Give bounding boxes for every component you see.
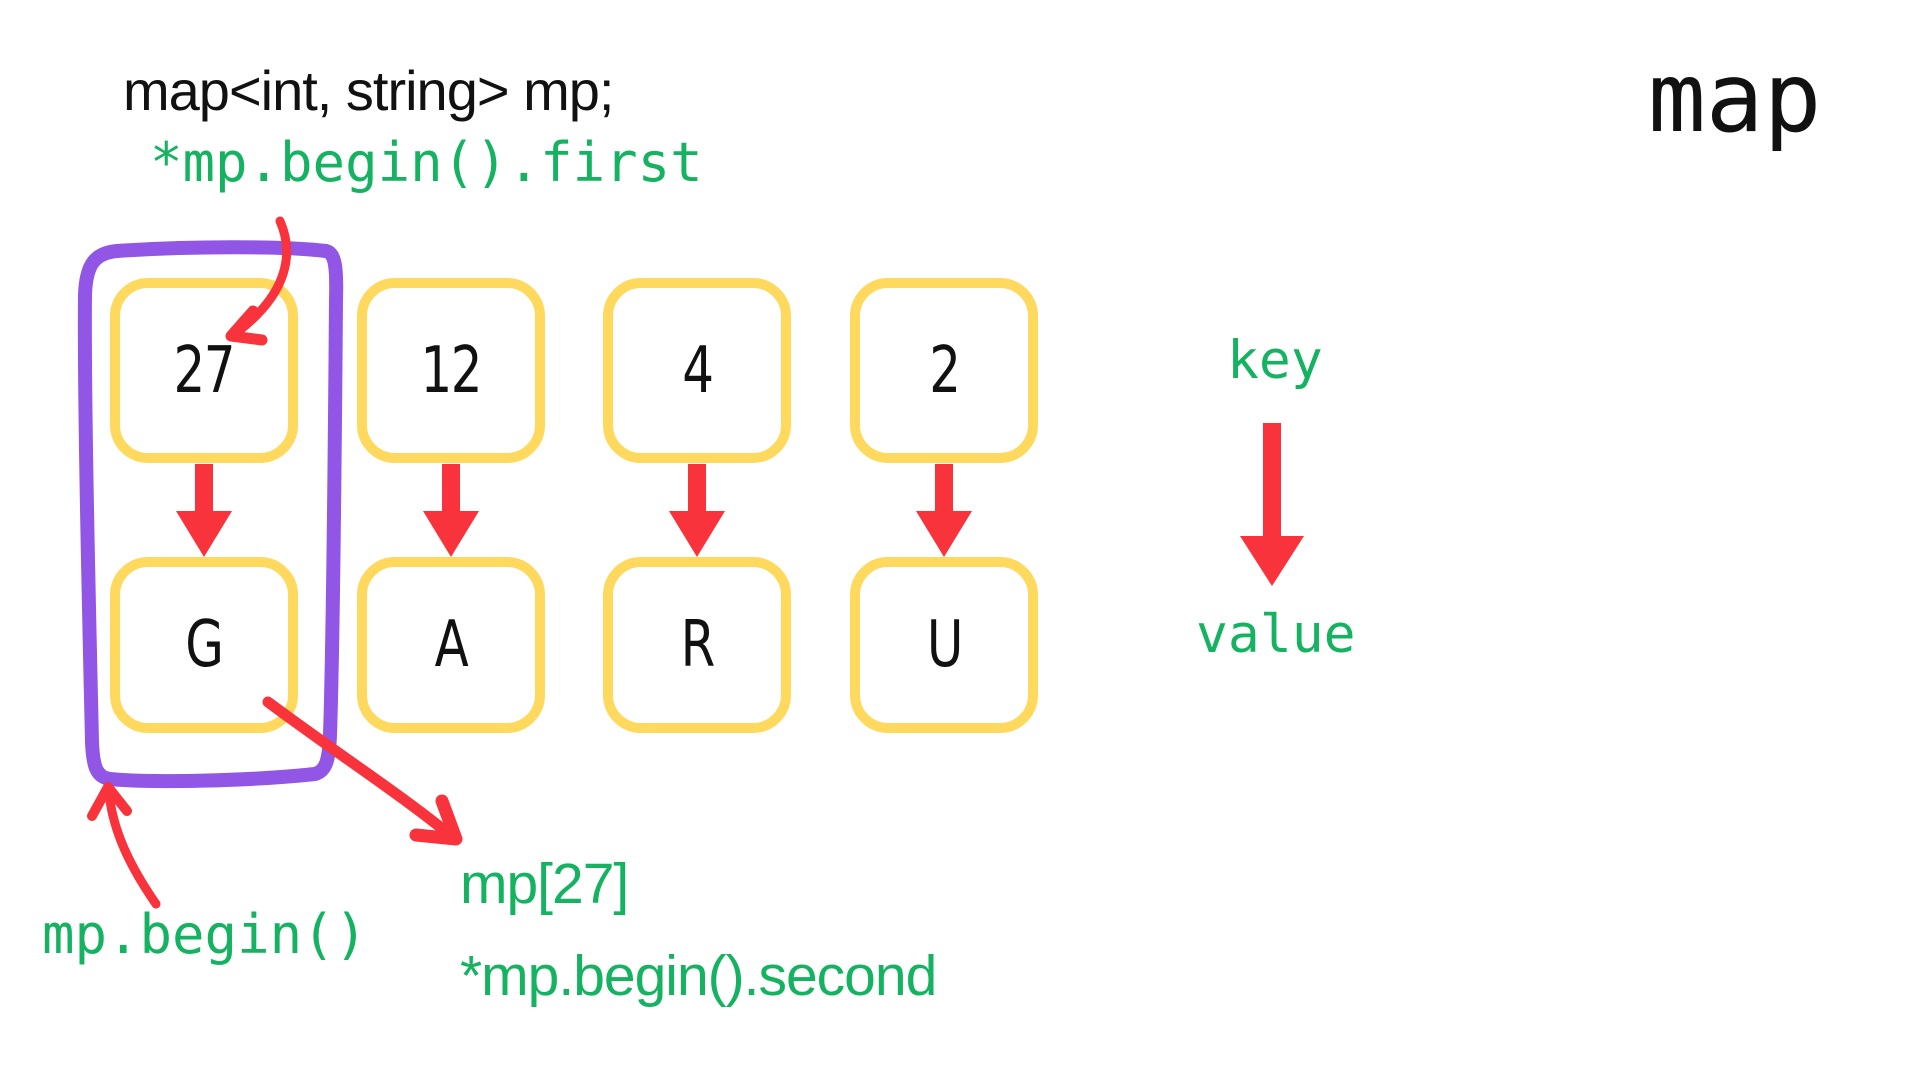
value-text: R (680, 608, 715, 682)
value-legend-label: value (1196, 604, 1356, 665)
access-annotation-block: mp[27] *mp.begin().second (460, 838, 937, 1023)
map-declaration-text: map<int, string> mp; (123, 59, 614, 122)
value-text: G (185, 608, 224, 682)
begin-first-expression: *mp.begin().first (150, 131, 703, 194)
value-box: R (603, 557, 791, 733)
key-to-value-arrow-icon (1240, 423, 1304, 586)
value-text: A (434, 608, 469, 682)
value-text: U (926, 608, 964, 682)
key-text: 4 (681, 333, 714, 408)
page-title: map (1648, 42, 1822, 154)
map-entry-column: 4 R (603, 278, 791, 733)
access-expression: mp[27] (460, 852, 629, 916)
begin-second-expression: *mp.begin().second (460, 944, 937, 1009)
value-box: A (357, 557, 545, 733)
key-text: 27 (173, 333, 236, 408)
key-box: 27 (110, 278, 298, 463)
key-text: 12 (420, 333, 483, 408)
begin-pointer-arrow-icon (87, 782, 161, 909)
key-box: 2 (850, 278, 1038, 463)
map-entry-column: 27 G (110, 278, 298, 733)
value-box: G (110, 557, 298, 733)
map-entry-column: 2 U (850, 278, 1038, 733)
value-box: U (850, 557, 1038, 733)
key-text: 2 (928, 333, 961, 408)
key-legend-label: key (1227, 330, 1323, 391)
key-box: 12 (357, 278, 545, 463)
map-entry-column: 12 A (357, 278, 545, 733)
key-box: 4 (603, 278, 791, 463)
begin-expression: mp.begin() (42, 903, 368, 966)
